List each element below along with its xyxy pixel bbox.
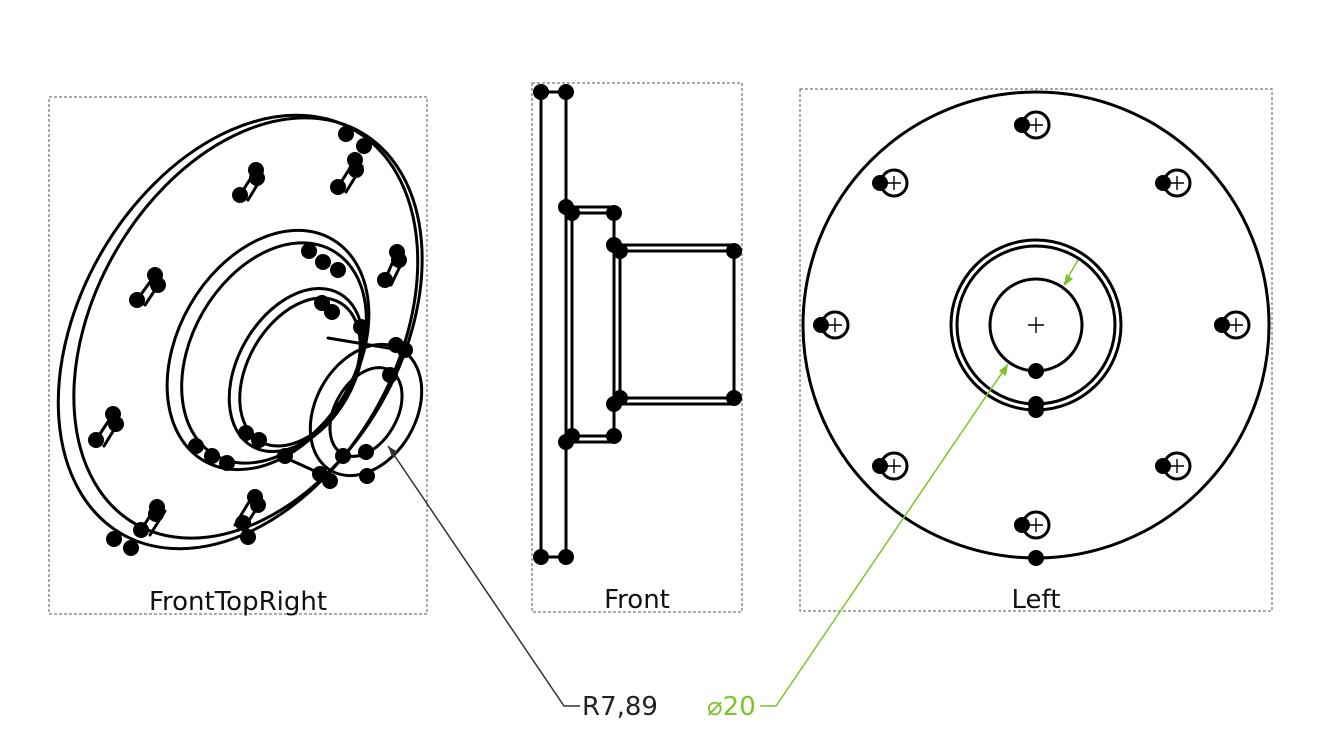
view-front-top-right[interactable]: FrontTopRight [0, 51, 494, 617]
dimension-radius[interactable]: R7,89 [387, 445, 658, 722]
center-mark [1028, 317, 1044, 333]
diameter-dimension-label: ⌀20 [707, 692, 756, 722]
view-frame-front-top-right [48, 96, 428, 615]
profile-edges [539, 90, 736, 559]
view-left[interactable]: Left [799, 88, 1273, 615]
radius-leader [387, 445, 580, 707]
view-frame-front [531, 82, 743, 613]
vertices-iso [88, 126, 413, 556]
dimension-diameter[interactable]: ⌀20 [707, 259, 1079, 722]
vertices-front [533, 84, 742, 565]
diameter-leader [760, 259, 1079, 707]
view-frame-left [799, 88, 1273, 612]
diameter-arrowhead-inner [999, 364, 1008, 376]
view-label-left: Left [1012, 585, 1061, 615]
radius-arrowhead [388, 446, 398, 457]
vertices-left [813, 117, 1230, 566]
bolt-holes-iso [94, 158, 406, 537]
hub-ring-inner [227, 286, 365, 454]
diameter-arrowhead-outer [1064, 274, 1073, 286]
view-label-front: Front [604, 585, 670, 615]
view-label-front-top-right: FrontTopRight [149, 587, 327, 617]
view-front[interactable]: Front [531, 82, 743, 615]
radius-dimension-label: R7,89 [582, 692, 658, 722]
flange-front-face [72, 116, 424, 540]
